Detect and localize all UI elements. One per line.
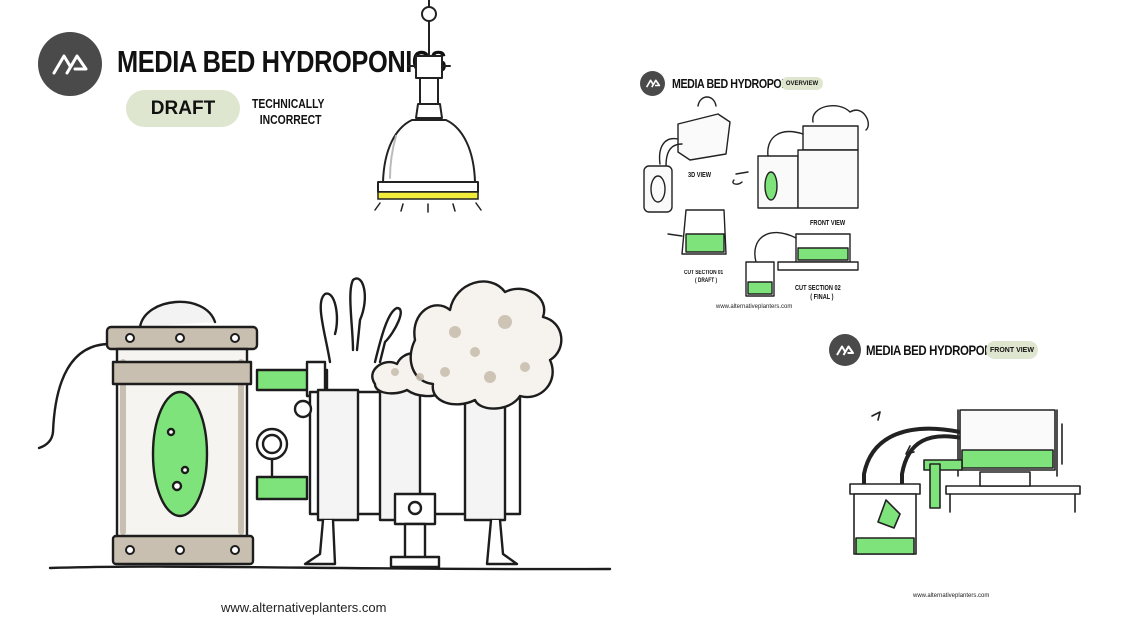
main-website: www.alternativeplanters.com — [221, 600, 387, 615]
front-view-title: MEDIA BED HYDROPONICS — [866, 342, 1011, 358]
front-view-badge: FRONT VIEW — [986, 341, 1038, 359]
lamp-light-strip — [377, 191, 479, 200]
overview-label-cut1-line1: CUT SECTION 01 — [684, 270, 724, 276]
overview-logo — [640, 71, 665, 96]
brand-logo — [38, 32, 102, 96]
overview-label-cut2-line2: ( FINAL ) — [810, 293, 834, 301]
brand-logo-icon — [52, 54, 88, 75]
overview-title: MEDIA BED HYDROPONICS — [672, 76, 806, 91]
overview-label-cut2: CUT SECTION 02 ( FINAL ) — [795, 285, 841, 303]
draft-note-line2: INCORRECT — [259, 112, 322, 128]
grow-lamp-sketch — [374, 0, 482, 213]
overview-badge: OVERVIEW — [781, 77, 823, 90]
front-view-logo-icon — [836, 345, 854, 356]
overview-label-front: FRONT VIEW — [810, 220, 846, 227]
overview-label-cut2-line1: CUT SECTION 02 — [795, 285, 841, 292]
media-bed-system-sketch — [37, 277, 612, 571]
overview-logo-icon — [645, 79, 660, 88]
front-view-logo — [829, 334, 861, 366]
draft-note: TECHNICALLY INCORRECT — [252, 96, 324, 129]
overview-website: www.alternativeplanters.com — [716, 304, 793, 310]
draft-note-line1: TECHNICALLY — [252, 96, 325, 111]
page-title: MEDIA BED HYDROPONICS — [117, 44, 447, 79]
overview-diagrams-sketch — [643, 96, 869, 297]
overview-label-3d: 3D VIEW — [688, 172, 712, 179]
overview-label-cut1: CUT SECTION 01 ( DRAFT ) — [684, 270, 723, 285]
overview-label-cut1-line2: ( DRAFT ) — [694, 277, 718, 284]
water-level-window — [151, 390, 209, 518]
status-badge: DRAFT — [126, 90, 240, 127]
front-view-diagram-sketch — [849, 409, 1081, 555]
front-view-website: www.alternativeplanters.com — [913, 593, 990, 599]
